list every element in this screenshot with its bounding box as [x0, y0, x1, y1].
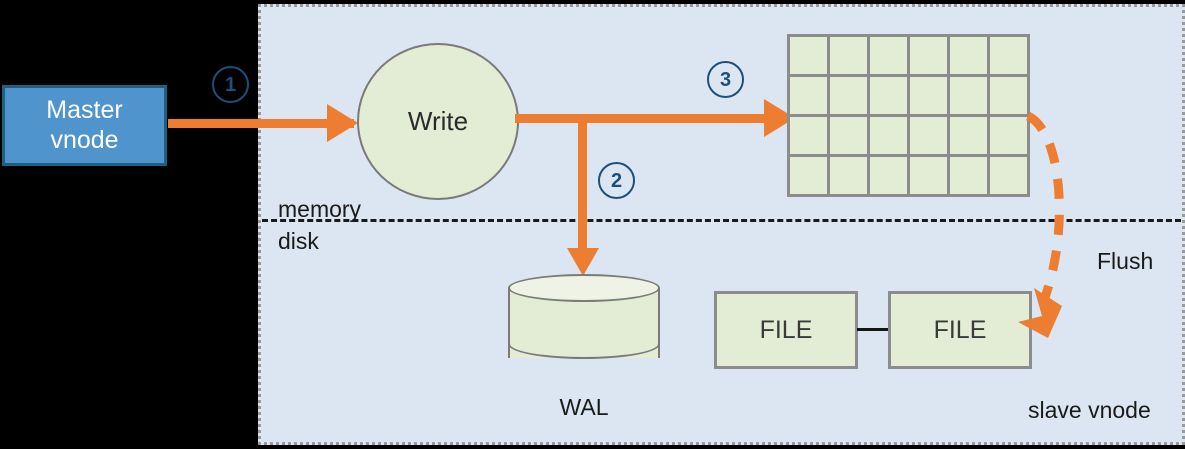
memtable-cell [950, 37, 987, 74]
file-box-1-label: FILE [759, 315, 813, 344]
memtable-cell [830, 117, 867, 154]
memtable-cell [950, 157, 987, 194]
arrow-write-to-memtable-line [515, 114, 793, 123]
memtable-cell [790, 117, 827, 154]
file-box-1[interactable]: FILE [714, 291, 858, 369]
step-badge-3: 3 [707, 61, 744, 98]
memtable-cell [870, 157, 907, 194]
memtable-cell [990, 157, 1027, 194]
memtable-cell [990, 37, 1027, 74]
arrow-write-to-wal-head [567, 248, 599, 276]
memtable-cell [870, 77, 907, 114]
step-badge-1: 1 [212, 66, 249, 103]
memtable-cell [910, 157, 947, 194]
wal-cylinder-bottom [508, 329, 660, 359]
memtable-cell [910, 37, 947, 74]
master-vnode-label-line1: Master [46, 96, 123, 124]
memtable-cell [910, 77, 947, 114]
memtable-cell [830, 77, 867, 114]
wal-cylinder-top [508, 274, 660, 302]
memtable-cell [990, 117, 1027, 154]
master-vnode-box[interactable]: Master vnode [2, 85, 167, 166]
memtable-cell [830, 157, 867, 194]
arrow-master-to-write-line [168, 119, 354, 128]
memtable-cell [990, 77, 1027, 114]
memtable-cell [790, 77, 827, 114]
flush-arrow [1018, 111, 1064, 338]
step-badge-2: 2 [598, 162, 635, 199]
memtable-cell [830, 37, 867, 74]
memtable-cell [950, 77, 987, 114]
flush-label: Flush [1097, 248, 1154, 274]
memtable-cell [790, 157, 827, 194]
memtable-grid[interactable] [787, 34, 1030, 197]
flush-arrow-curve [1025, 111, 1064, 302]
file-box-2[interactable]: FILE [888, 291, 1032, 369]
memory-disk-divider [262, 219, 1181, 222]
memtable-cell [950, 117, 987, 154]
write-node[interactable]: Write [357, 43, 519, 200]
arrow-master-to-write-head [327, 104, 358, 142]
memtable-cell [870, 37, 907, 74]
wal-label: WAL [559, 394, 609, 420]
disk-tier-label: disk [278, 228, 319, 254]
wal-cylinder[interactable] [508, 274, 660, 372]
memory-tier-label: memory [278, 196, 362, 222]
memtable-cell [910, 117, 947, 154]
memtable-cell [790, 37, 827, 74]
write-node-label: Write [407, 106, 469, 136]
master-vnode-label-line2: vnode [50, 125, 119, 154]
slave-vnode-label: slave vnode [1028, 397, 1151, 423]
arrow-write-to-wal-line [578, 114, 587, 256]
flush-arrow-head [1018, 288, 1062, 338]
file-connector-line [857, 328, 889, 331]
file-box-2-label: FILE [933, 315, 987, 344]
memtable-cell [870, 117, 907, 154]
